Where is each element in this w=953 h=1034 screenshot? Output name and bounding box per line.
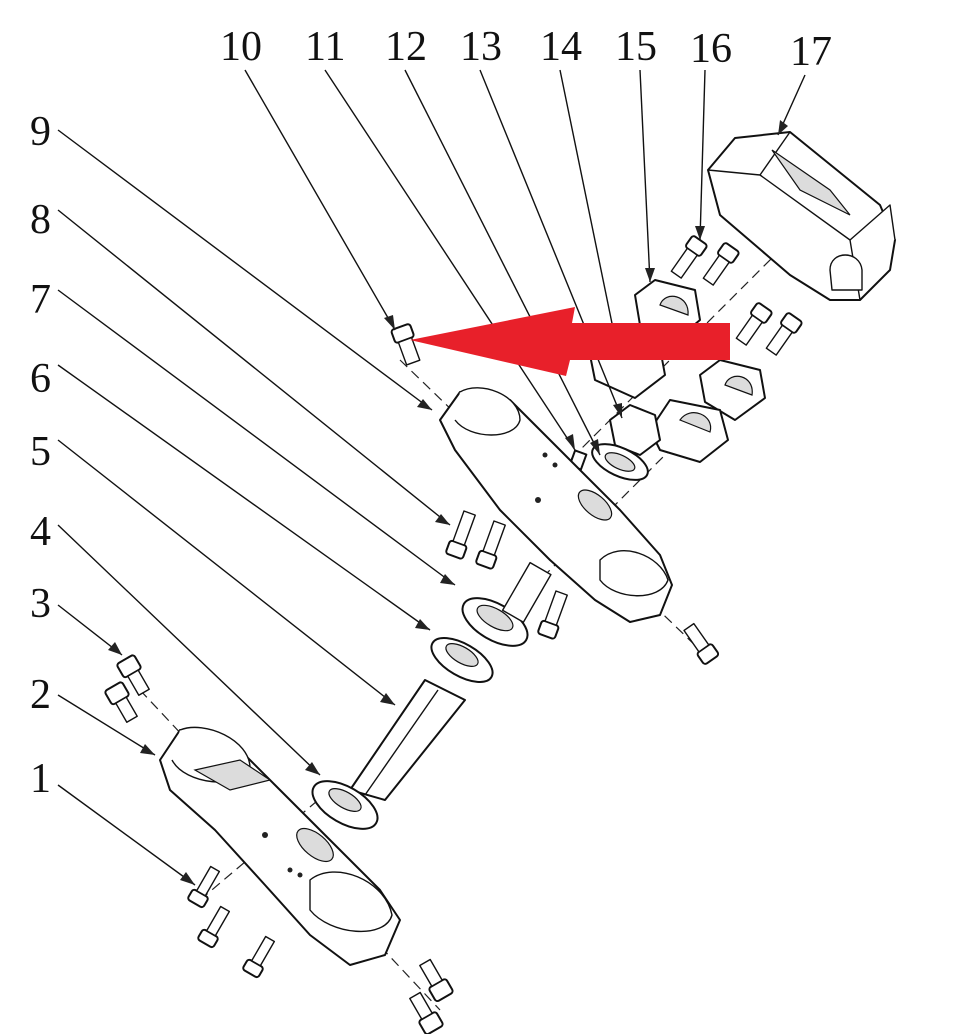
handlebar-pad	[707, 131, 896, 301]
callout-labels: 1 2 3 4 5 6 7 8 9 10 11 12 13 14 15 16 1…	[30, 24, 832, 802]
callout-8: 8	[30, 197, 51, 243]
upper-bearing-seal	[461, 561, 552, 647]
callout-13: 13	[460, 24, 502, 70]
top-bolt	[390, 323, 421, 366]
callout-1: 1	[30, 756, 51, 802]
upper-triple-clamp	[439, 387, 673, 623]
upper-pinch-bolts	[445, 510, 720, 665]
leader-lines	[57, 69, 806, 886]
callout-7: 7	[30, 277, 51, 323]
callout-4: 4	[30, 509, 51, 555]
callout-9: 9	[30, 109, 51, 155]
clamp-bolts-upper	[670, 235, 803, 356]
callout-2: 2	[30, 672, 51, 718]
callout-12: 12	[385, 24, 427, 70]
callout-17: 17	[790, 29, 832, 75]
upper-bearing	[430, 637, 494, 683]
steering-stem	[349, 679, 466, 801]
callout-5: 5	[30, 429, 51, 475]
lower-triple-clamp	[159, 726, 401, 966]
lower-pinch-bolts	[187, 865, 454, 1034]
callout-6: 6	[30, 356, 51, 402]
red-pointer-arrow-icon	[410, 307, 730, 376]
callout-14: 14	[540, 24, 582, 70]
callout-16: 16	[690, 26, 732, 72]
callout-3: 3	[30, 581, 51, 627]
callout-10: 10	[220, 24, 262, 70]
callout-15: 15	[615, 24, 657, 70]
callout-11: 11	[305, 24, 345, 70]
lower-clamp-bolts	[104, 654, 150, 723]
lower-bearing	[311, 780, 379, 830]
leader-arrowheads	[108, 120, 788, 885]
